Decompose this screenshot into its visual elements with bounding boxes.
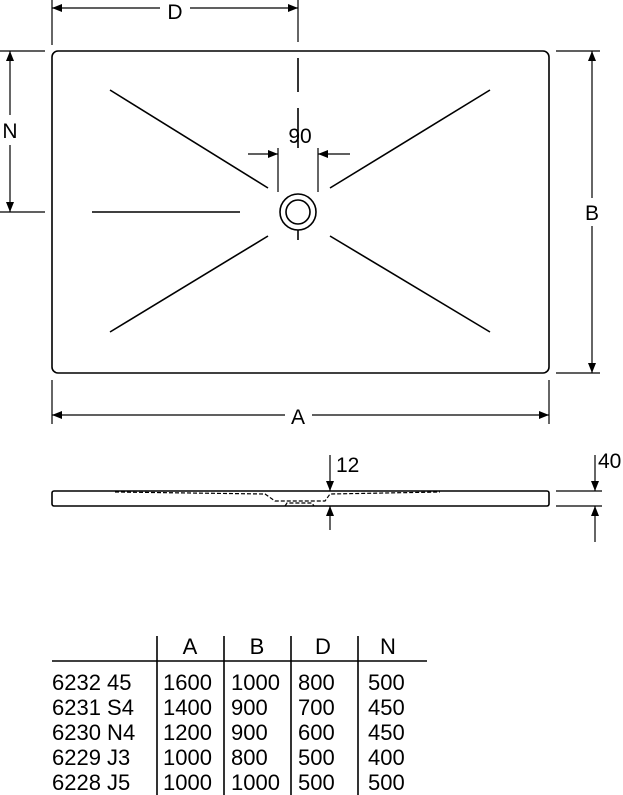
cell-D: 600 — [298, 720, 335, 745]
top-view: 90 D N B A — [0, 0, 600, 429]
model-number: 6230 N4 — [52, 720, 135, 745]
cell-A: 1000 — [163, 745, 212, 770]
slope-depth-label: 12 — [336, 454, 359, 477]
slope-line — [114, 491, 441, 502]
side-view: 12 40 — [51, 450, 621, 542]
cell-B: 1000 — [231, 770, 280, 795]
cell-B: 800 — [231, 745, 268, 770]
cell-N: 500 — [368, 770, 405, 795]
model-number: 6228 J5 — [52, 770, 130, 795]
table-row: 6228 J5 1000 1000 500 500 — [52, 770, 405, 795]
model-number: 6229 J3 — [52, 745, 130, 770]
header-N: N — [380, 634, 396, 659]
tray-profile — [51, 490, 550, 507]
cell-D: 700 — [298, 695, 335, 720]
dim-A-label: A — [291, 406, 305, 429]
table-row: 6231 S4 1400 900 700 450 — [52, 695, 405, 720]
cell-N: 450 — [368, 720, 405, 745]
table-row: 6232 45 1600 1000 800 500 — [52, 670, 405, 695]
cell-D: 500 — [298, 770, 335, 795]
tray-outline — [51, 50, 550, 374]
cell-N: 400 — [368, 745, 405, 770]
cell-A: 1400 — [163, 695, 212, 720]
dimension-D: D — [51, 0, 299, 45]
cell-B: 900 — [231, 720, 268, 745]
cell-N: 450 — [368, 695, 405, 720]
dim-B-label: B — [585, 202, 599, 225]
dim-N-label: N — [2, 120, 17, 143]
cell-A: 1600 — [163, 670, 212, 695]
table-row: 6230 N4 1200 900 600 450 — [52, 720, 405, 745]
dimension-N: N — [0, 50, 45, 213]
dimension-B: B — [556, 50, 600, 374]
dimension-A: A — [51, 380, 550, 429]
height-label: 40 — [598, 450, 621, 473]
table-row: 6229 J3 1000 800 500 400 — [52, 745, 405, 770]
drain — [279, 193, 317, 231]
cell-D: 800 — [298, 670, 335, 695]
dim-D-label: D — [167, 1, 182, 24]
cell-D: 500 — [298, 745, 335, 770]
cell-A: 1000 — [163, 770, 212, 795]
table-header: A B D N — [183, 634, 396, 659]
slope-depth-dimension: 12 — [326, 454, 359, 530]
drain-width-dimension: 90 — [248, 125, 350, 192]
cell-N: 500 — [368, 670, 405, 695]
header-B: B — [250, 634, 265, 659]
header-A: A — [183, 634, 198, 659]
header-D: D — [315, 634, 331, 659]
model-number: 6231 S4 — [52, 695, 134, 720]
drain-width-label: 90 — [288, 125, 311, 148]
cell-B: 900 — [231, 695, 268, 720]
cell-B: 1000 — [231, 670, 280, 695]
cell-A: 1200 — [163, 720, 212, 745]
model-number: 6232 45 — [52, 670, 132, 695]
drain-grooves — [92, 58, 491, 333]
height-dimension: 40 — [556, 450, 621, 542]
